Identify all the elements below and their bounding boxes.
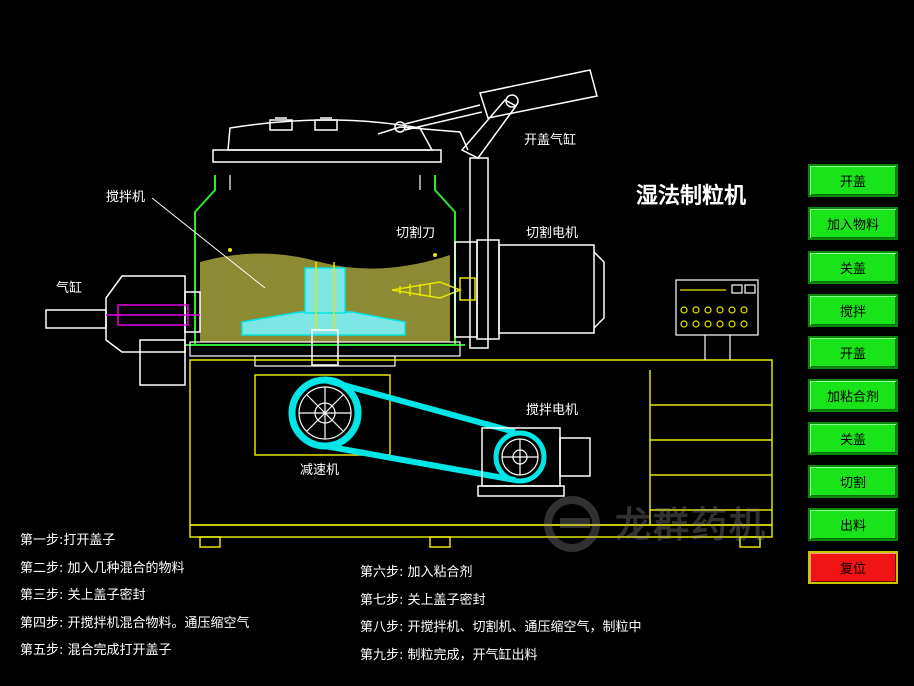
add-binder-button[interactable]: 加粘合剂 <box>808 379 898 412</box>
cylinder-label: 气缸 <box>56 281 83 296</box>
lid-cylinder-label: 开盖气缸 <box>524 133 577 148</box>
close-lid-button-2[interactable]: 关盖 <box>808 422 898 455</box>
step-2: 第二步: 加入几种混合的物料 <box>20 560 185 576</box>
reducer-label: 减速机 <box>300 463 340 478</box>
label-pointers <box>151 197 266 289</box>
add-material-button[interactable]: 加入物料 <box>808 207 898 240</box>
cutter-motor <box>454 239 605 340</box>
step-8: 第八步: 开搅拌机、切割机、通压缩空气，制粒中 <box>360 620 642 635</box>
lid <box>212 117 442 163</box>
step-7: 第七步: 关上盖子密封 <box>360 592 486 608</box>
pulleys <box>298 386 539 476</box>
step-9: 第九步: 制粒完成，开气缸出料 <box>360 647 538 663</box>
watermark-emblem-icon <box>544 496 600 552</box>
discharge-cylinder <box>45 275 201 386</box>
watermark-logo: 龙群药机 <box>530 492 820 552</box>
cutter-label: 切割刀 <box>396 226 436 241</box>
reset-button[interactable]: 复位 <box>808 551 898 584</box>
steps-right: 第六步: 加入粘合剂 第七步: 关上盖子密封 第八步: 开搅拌机、切割机、通压缩… <box>360 559 642 669</box>
page-title: 湿法制粒机 <box>636 184 747 209</box>
cutter-motor-label: 切割电机 <box>526 226 579 241</box>
control-panel <box>675 279 759 360</box>
open-lid-button[interactable]: 开盖 <box>808 164 898 197</box>
base-frame <box>189 359 773 548</box>
discharge-button[interactable]: 出料 <box>808 508 898 541</box>
lid-cylinder <box>377 69 598 349</box>
impeller <box>241 262 406 366</box>
cut-button[interactable]: 切割 <box>808 465 898 498</box>
stir-motor <box>477 427 591 497</box>
open-lid-button-2[interactable]: 开盖 <box>808 336 898 369</box>
close-lid-button[interactable]: 关盖 <box>808 251 898 284</box>
step-4: 第四步: 开搅拌机混合物料。通压缩空气 <box>20 615 250 631</box>
step-1: 第一步:打开盖子 <box>20 533 116 548</box>
belt-drive <box>288 376 547 484</box>
step-3: 第三步: 关上盖子密封 <box>20 588 146 603</box>
mixer-label: 搅拌机 <box>106 190 146 205</box>
step-6: 第六步: 加入粘合剂 <box>360 565 473 580</box>
watermark-text: 龙群药机 <box>615 505 768 546</box>
stir-button[interactable]: 搅拌 <box>808 294 898 327</box>
steps-left: 第一步:打开盖子 第二步: 加入几种混合的物料 第三步: 关上盖子密封 第四步:… <box>20 527 250 665</box>
stir-motor-label: 搅拌电机 <box>526 403 579 418</box>
step-5: 第五步: 混合完成打开盖子 <box>20 643 172 658</box>
